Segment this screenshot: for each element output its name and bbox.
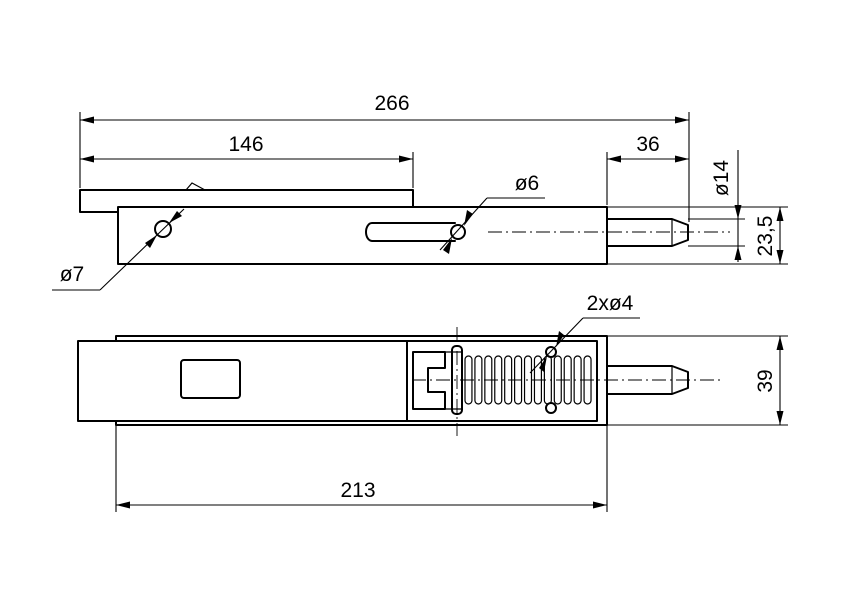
bolt-slot — [365, 222, 456, 242]
spring-coil — [523, 355, 533, 405]
slot-hole — [450, 224, 466, 240]
side-body — [117, 206, 608, 265]
spring-coil — [474, 355, 483, 405]
housing-outer — [77, 340, 408, 422]
spring-hole-bottom — [545, 402, 557, 414]
plate-tab — [185, 182, 206, 191]
dim-d7-leader — [99, 208, 185, 291]
dim-d14-label: ø14 — [710, 160, 733, 197]
dim-d6-label: ø6 — [515, 172, 540, 195]
dim-2xd4-label: 2xø4 — [587, 292, 634, 315]
spring-hole-top — [545, 346, 557, 358]
mounting-hole — [154, 220, 172, 238]
top-view — [77, 327, 722, 436]
dim-36-label: 36 — [636, 133, 659, 156]
side-view — [79, 182, 730, 265]
mounting-plate — [79, 189, 414, 213]
dim-146-label: 146 — [228, 133, 263, 156]
spring-fork — [412, 351, 446, 410]
dim-266-label: 266 — [374, 92, 409, 115]
dimension-lines: 266 146 36 ø14 23,5 ø7 — [52, 92, 788, 512]
dim-d6-leader — [439, 197, 488, 251]
dim-39-label: 39 — [754, 369, 777, 392]
housing-inner — [115, 335, 608, 426]
spring-coils — [464, 355, 592, 405]
dim-213-label: 213 — [340, 479, 375, 502]
dim-d7-label: ø7 — [60, 263, 85, 286]
latch-window — [180, 359, 241, 399]
dim-23-5-label: 23,5 — [754, 216, 777, 257]
bolt-pin — [606, 218, 689, 247]
